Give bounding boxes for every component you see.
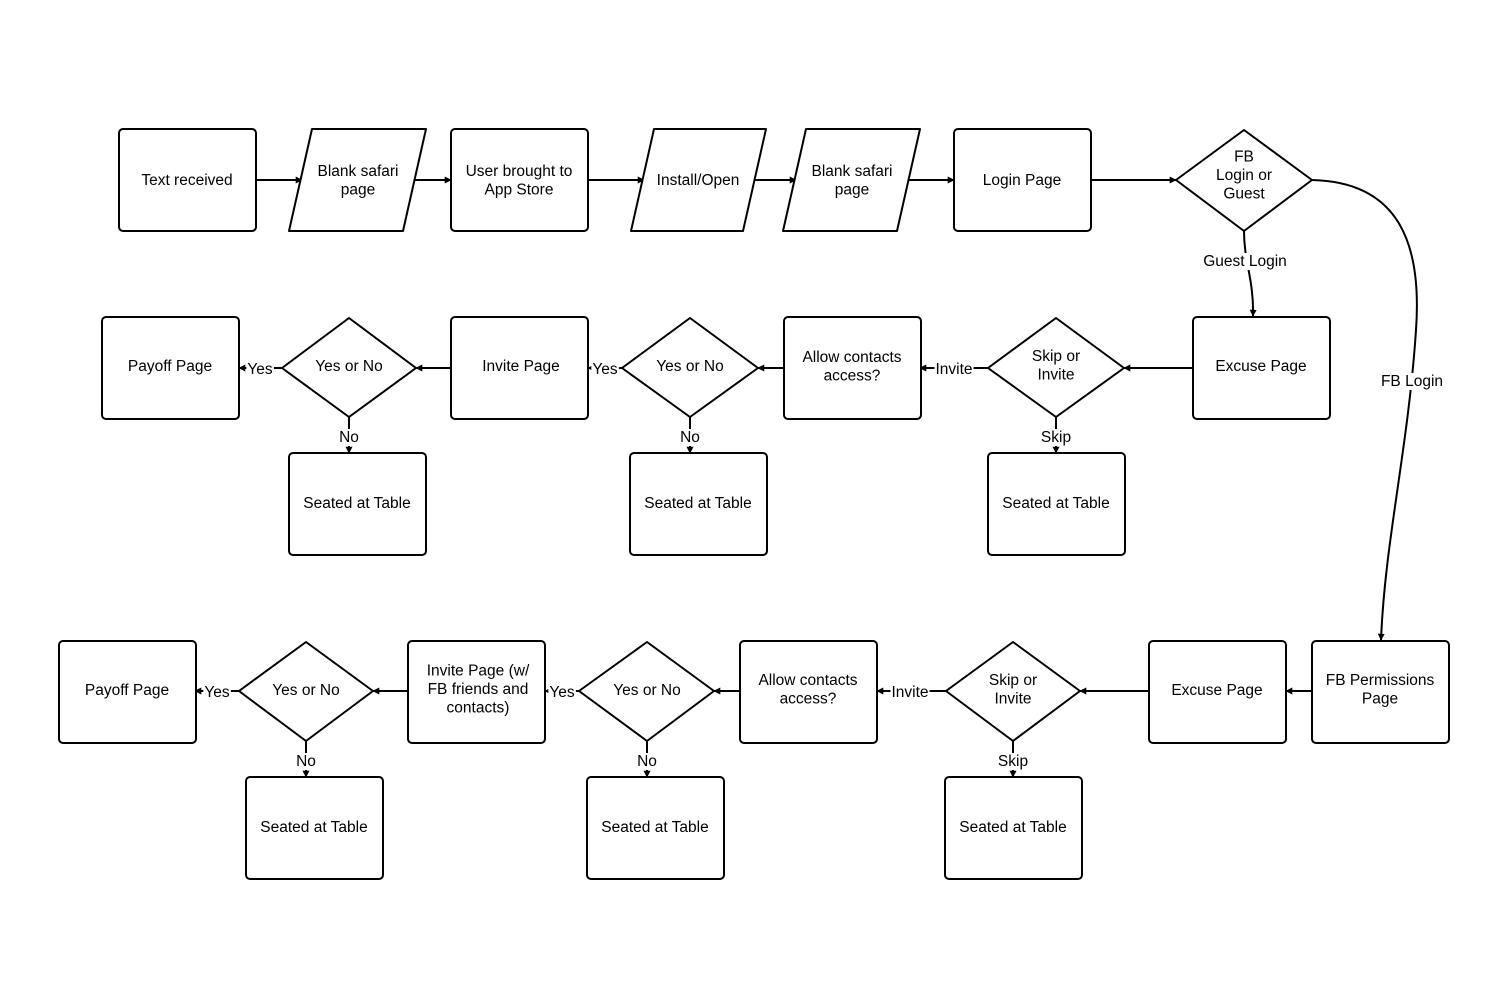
edge-label-background bbox=[591, 361, 619, 378]
node-label: Install/Open bbox=[657, 172, 740, 189]
edge-label-fb-login: FB Login bbox=[1381, 373, 1443, 390]
edge-label-background bbox=[890, 684, 930, 701]
node-label: Seated at Table bbox=[1002, 495, 1109, 512]
edge-label-background bbox=[548, 684, 576, 701]
edge-label-f-yes-1: Yes bbox=[549, 684, 575, 701]
node-label: Seated at Table bbox=[959, 819, 1066, 836]
node-label: Payoff Page bbox=[85, 682, 169, 699]
node-guest-excuse-page[interactable]: Excuse Page bbox=[1192, 316, 1331, 420]
edge-label-background bbox=[203, 684, 231, 701]
node-fb-seated-skip[interactable]: Seated at Table bbox=[944, 776, 1083, 880]
edge-label-background bbox=[996, 753, 1030, 770]
edge-label-background bbox=[1202, 253, 1288, 270]
edge-label-g-yes-1: Yes bbox=[592, 361, 618, 378]
node-guest-invite-page[interactable]: Invite Page bbox=[450, 316, 589, 420]
edge-label-background bbox=[679, 429, 701, 446]
node-label: Text received bbox=[141, 172, 232, 189]
node-label: Excuse Page bbox=[1171, 682, 1262, 699]
node-label: Invite Page bbox=[482, 358, 560, 375]
edge-label-g-skip: Skip bbox=[1041, 429, 1071, 446]
edge-label-f-invite: Invite bbox=[891, 684, 928, 701]
node-guest-yes-or-no-2[interactable]: Yes or No bbox=[281, 317, 417, 418]
node-fb-yes-or-no-2[interactable]: Yes or No bbox=[238, 641, 374, 742]
edge-label-guest-login: Guest Login bbox=[1203, 253, 1287, 270]
edge-label-g-yes-2: Yes bbox=[247, 361, 273, 378]
node-label: Excuse Page bbox=[1215, 358, 1306, 375]
node-fb-yes-or-no-1[interactable]: Yes or No bbox=[578, 641, 715, 742]
node-guest-seated-1[interactable]: Seated at Table bbox=[629, 452, 768, 556]
edge-label-f-no-1: No bbox=[637, 753, 657, 770]
node-guest-seated-2[interactable]: Seated at Table bbox=[288, 452, 427, 556]
edge-label-background bbox=[338, 429, 360, 446]
edge-guest-login bbox=[1243, 230, 1257, 317]
edge-label-g-no-1: No bbox=[680, 429, 700, 446]
node-fb-payoff-page[interactable]: Payoff Page bbox=[58, 640, 197, 744]
node-label: Seated at Table bbox=[601, 819, 708, 836]
node-fb-seated-2[interactable]: Seated at Table bbox=[245, 776, 384, 880]
node-fb-seated-1[interactable]: Seated at Table bbox=[586, 776, 725, 880]
edge-label-f-yes-2: Yes bbox=[204, 684, 230, 701]
node-label: Yes or No bbox=[272, 682, 340, 699]
node-label: Yes or No bbox=[613, 682, 681, 699]
edge-label-background bbox=[1379, 373, 1445, 390]
node-label: Login Page bbox=[983, 172, 1061, 189]
edge-label-background bbox=[295, 753, 317, 770]
node-label: Seated at Table bbox=[644, 495, 751, 512]
edge-label-background bbox=[1039, 429, 1073, 446]
edge-label-background bbox=[636, 753, 658, 770]
node-guest-seated-skip[interactable]: Seated at Table bbox=[987, 452, 1126, 556]
node-guest-payoff-page[interactable]: Payoff Page bbox=[101, 316, 240, 420]
node-label: Seated at Table bbox=[260, 819, 367, 836]
edge-label-g-no-2: No bbox=[339, 429, 359, 446]
edge-fb-login bbox=[1311, 179, 1418, 641]
node-label: Payoff Page bbox=[128, 358, 212, 375]
edge-label-g-invite: Invite bbox=[935, 361, 972, 378]
node-guest-yes-or-no-1[interactable]: Yes or No bbox=[621, 317, 759, 418]
edge-label-f-skip: Skip bbox=[998, 753, 1028, 770]
node-label: Yes or No bbox=[656, 358, 724, 375]
edge-label-background bbox=[246, 361, 274, 378]
edge-label-background bbox=[934, 361, 974, 378]
node-fb-excuse-page[interactable]: Excuse Page bbox=[1148, 640, 1287, 744]
edge-labels: Guest Login FB Login Invite Skip Yes No … bbox=[203, 253, 1445, 770]
node-install-open[interactable]: Install/Open bbox=[630, 128, 767, 232]
node-login-page[interactable]: Login Page bbox=[953, 128, 1092, 232]
edge-label-f-no-2: No bbox=[296, 753, 316, 770]
node-label: Yes or No bbox=[315, 358, 383, 375]
node-label: Seated at Table bbox=[303, 495, 410, 512]
node-text-received[interactable]: Text received bbox=[118, 128, 257, 232]
